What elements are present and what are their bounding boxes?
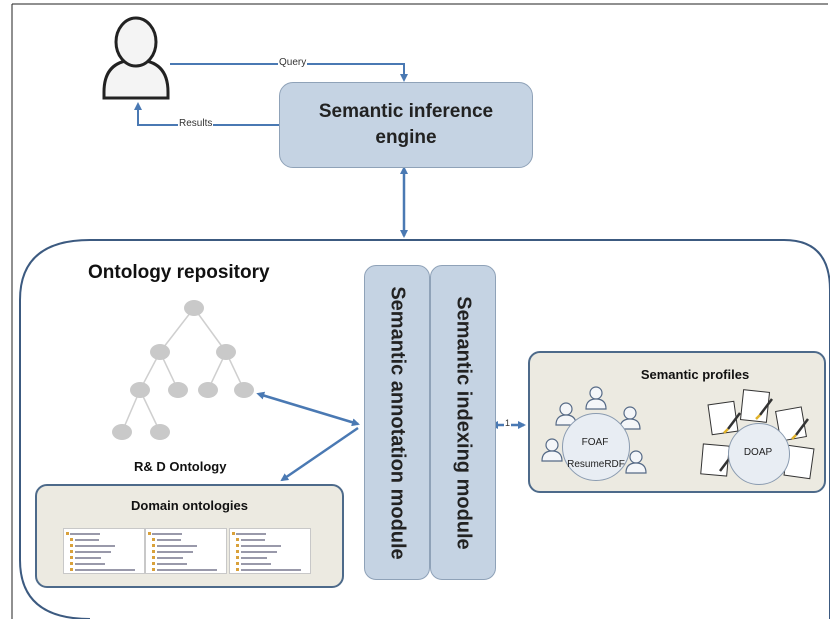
semantic-profiles-title: Semantic profiles [640, 367, 750, 382]
documents-icon [700, 389, 815, 480]
annotation-domain-edge [280, 426, 359, 482]
indexing-module-label: Semantic indexing module [452, 295, 475, 550]
foaf-circle [562, 413, 630, 481]
ontology-thumbnail [145, 528, 227, 574]
interface-label: 1 [504, 418, 512, 428]
inference-engine-title: Semantic inference engine [318, 101, 494, 148]
tree-annotation-edge [256, 391, 360, 427]
ontology-thumbnail [63, 528, 145, 574]
ontology-tree [121, 307, 245, 433]
indexing-module: Semantic indexing module [430, 265, 496, 580]
query-label: Query [278, 57, 308, 68]
annotation-module: Semantic annotation module [364, 265, 430, 580]
resume-label: ResumeRDF [567, 459, 625, 470]
ontology-thumbnail [229, 528, 311, 574]
repository-title: Ontology repository [88, 262, 270, 283]
results-edge [134, 102, 279, 126]
semantic-profiles-box: Semantic profiles FOAF ResumeRDF [528, 351, 826, 493]
domain-ontologies-title: Domain ontologies [131, 498, 248, 513]
query-edge [170, 63, 408, 82]
doap-label: DOAP [743, 447, 773, 458]
people-group-icon [541, 386, 647, 474]
annotation-module-label: Semantic annotation module [386, 285, 409, 560]
foaf-label: FOAF [581, 437, 609, 448]
inference-engine-box: Semantic inference engine [279, 82, 533, 168]
tree-label: R& D Ontology [134, 459, 227, 474]
doap-circle [728, 423, 790, 485]
tree-nodes [112, 300, 254, 440]
domain-ontologies-box: Domain ontologies [35, 484, 344, 588]
results-label: Results [178, 118, 214, 129]
user-icon [102, 16, 170, 100]
